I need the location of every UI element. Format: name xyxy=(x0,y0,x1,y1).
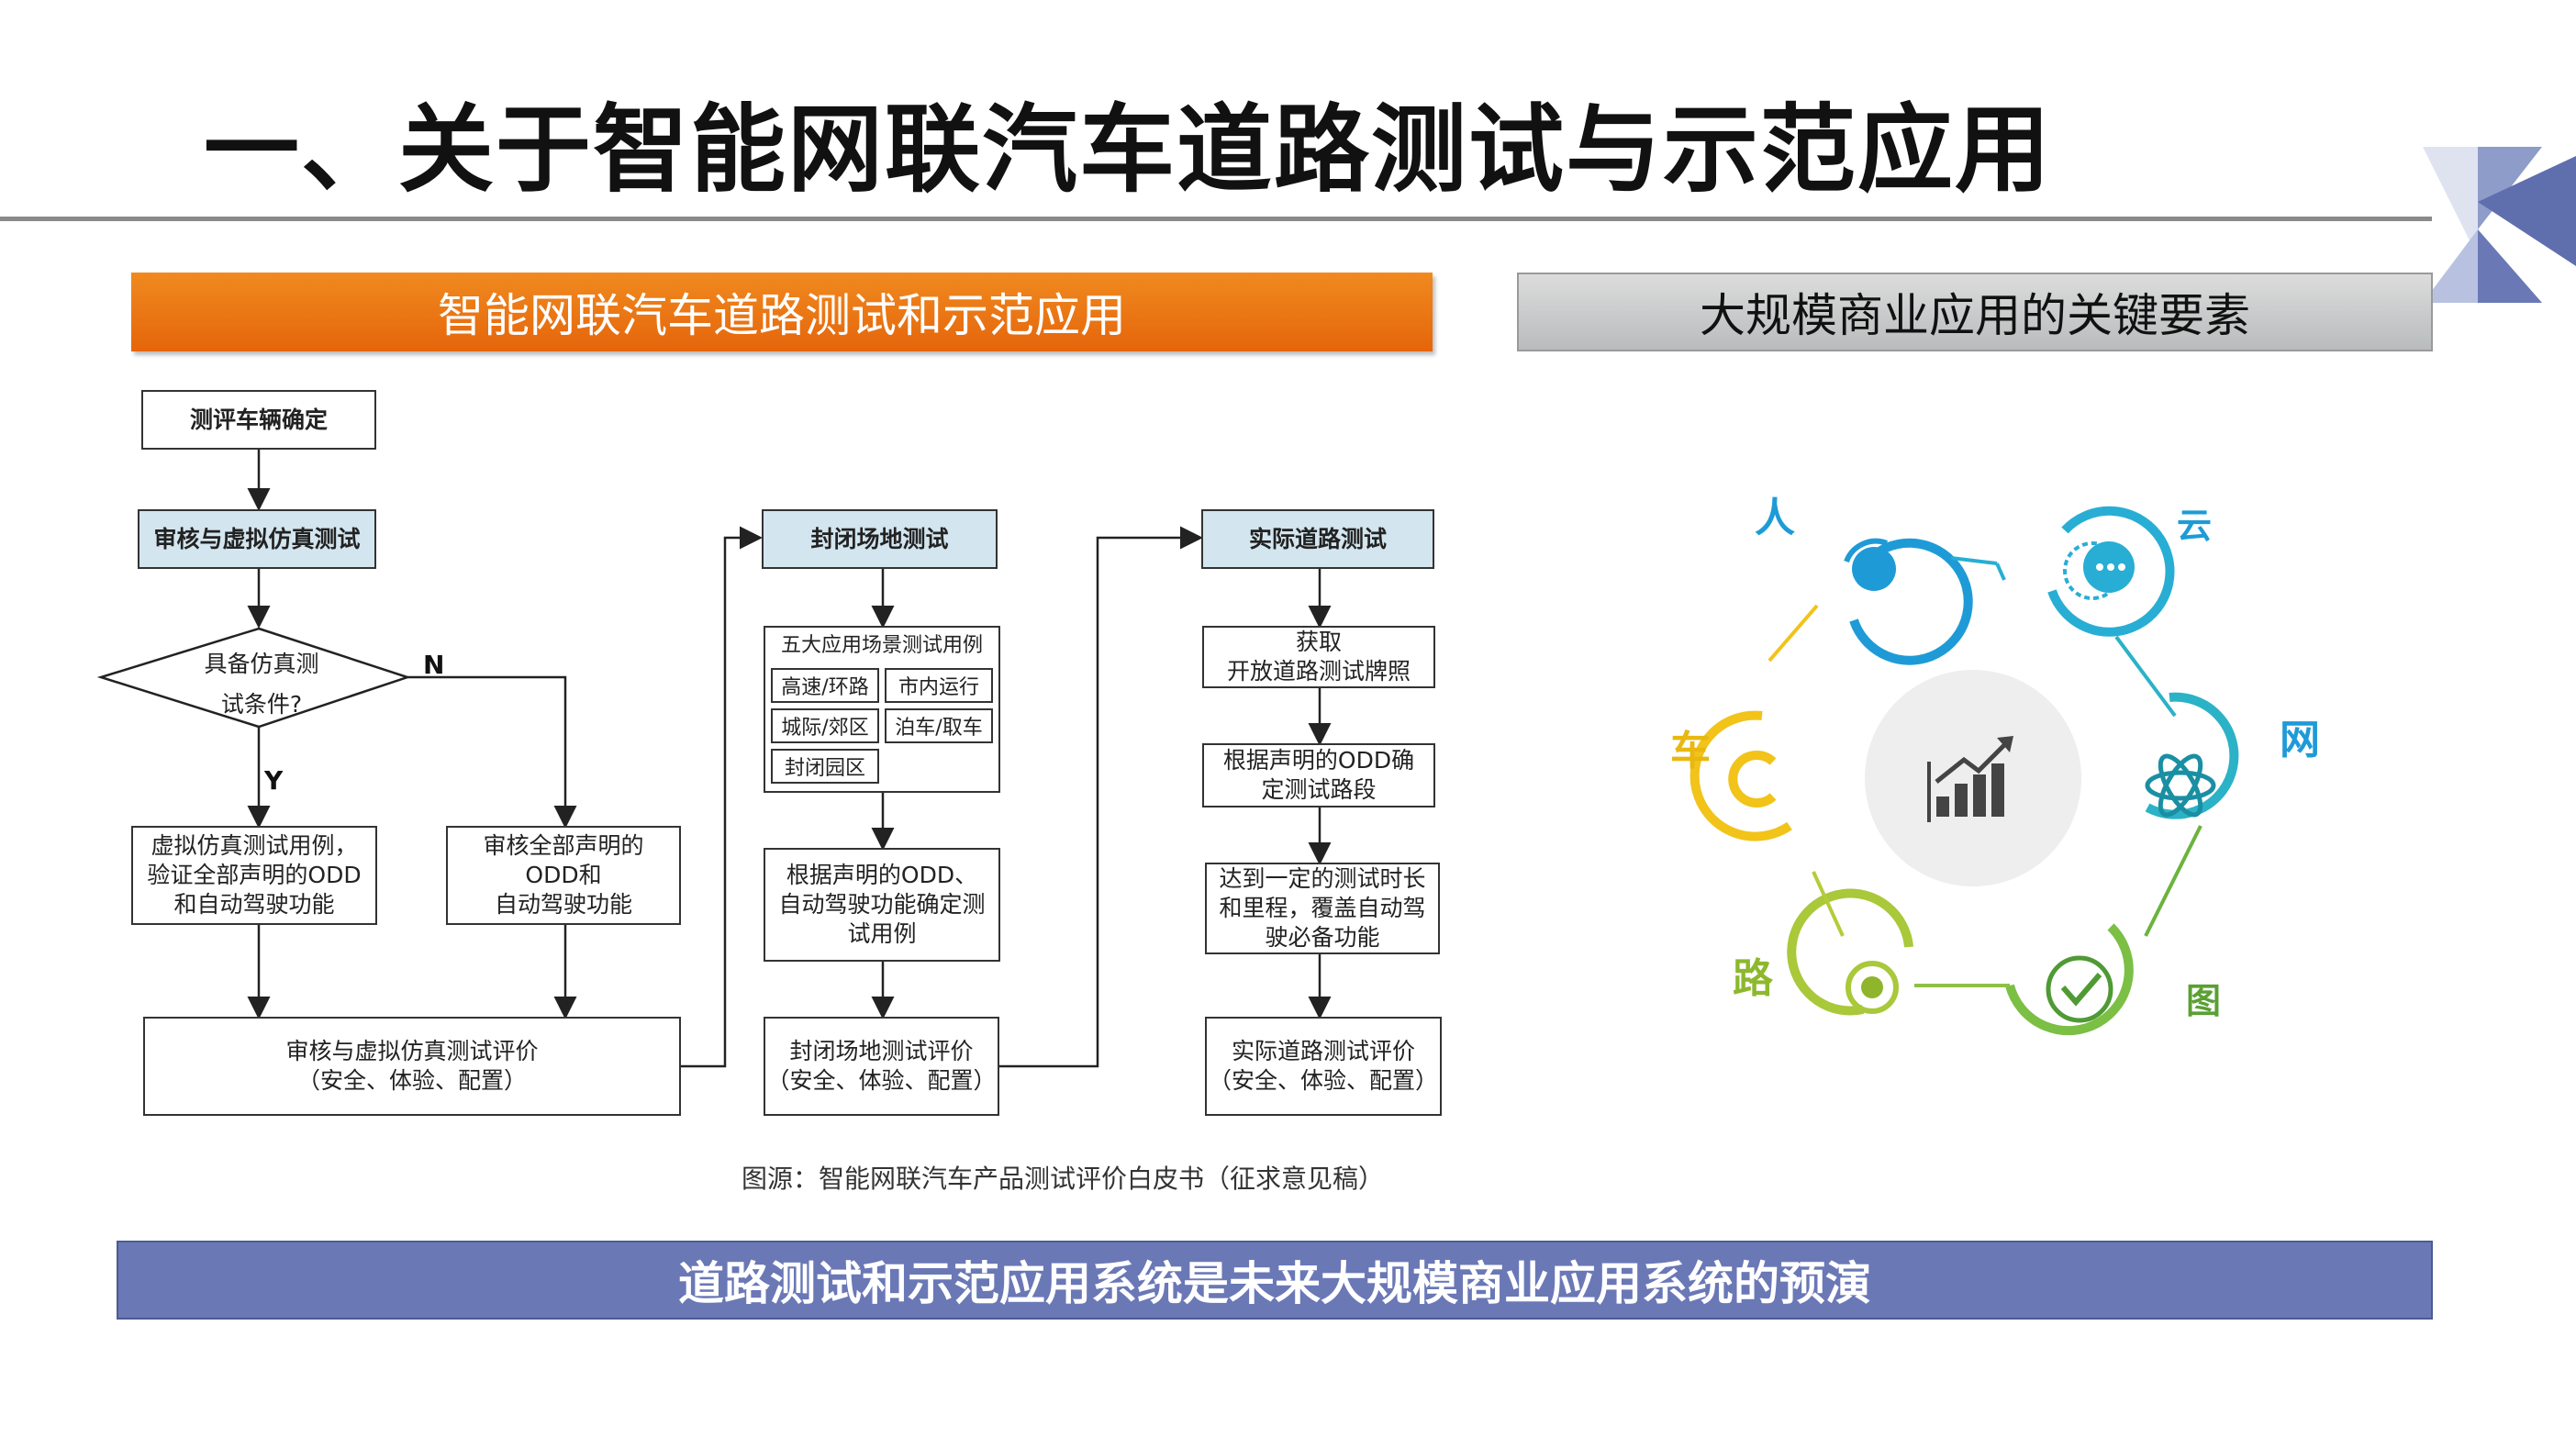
chart-icon xyxy=(1927,736,2013,822)
page-title: 一、关于智能网联汽车道路测试与示范应用 xyxy=(204,94,2053,206)
left-section-header: 智能网联汽车道路测试和示范应用 xyxy=(131,273,1433,351)
map-element-icon xyxy=(2005,923,2134,1036)
segment-box: 根据声明的ODD确 定测试路段 xyxy=(1202,743,1435,808)
element-label-wang: 网 xyxy=(2280,717,2320,763)
no-label: N xyxy=(423,650,445,680)
virtual-sim-box: 虚拟仿真测试用例， 验证全部声明的ODD 和自动驾驶功能 xyxy=(131,826,377,925)
decision-text: 具备仿真测 试条件? xyxy=(204,651,319,718)
corner-logo-icon xyxy=(2423,147,2576,303)
element-label-che: 车 xyxy=(1670,728,1711,774)
scenario-item: 封闭园区 xyxy=(771,749,879,784)
review-sim-box: 审核与虚拟仿真测试 xyxy=(138,509,376,569)
car-element-icon xyxy=(1689,710,1792,841)
review-eval-box: 审核与虚拟仿真测试评价 （安全、体验、配置） xyxy=(143,1017,681,1116)
right-section-header: 大规模商业应用的关键要素 xyxy=(1517,273,2433,351)
figure-caption: 图源：智能网联汽车产品测试评价白皮书（征求意见稿） xyxy=(742,1164,1385,1194)
element-label-yun: 云 xyxy=(2177,506,2213,546)
cloud-element-icon xyxy=(2047,506,2175,637)
mileage-box: 达到一定的测试时长 和里程，覆盖自动驾 驶必备功能 xyxy=(1205,863,1440,954)
person-element-icon xyxy=(1844,538,1973,665)
conclusion-banner: 道路测试和示范应用系统是未来大规模商业应用系统的预演 xyxy=(117,1241,2433,1320)
closed-case-box: 根据声明的ODD、 自动驾驶功能确定测 试用例 xyxy=(764,848,1000,962)
key-elements-ring xyxy=(1689,506,2239,1036)
scenario-item: 市内运行 xyxy=(885,668,993,703)
scenario-item: 城际/郊区 xyxy=(771,708,879,743)
closed-test-box: 封闭场地测试 xyxy=(762,509,998,569)
title-divider xyxy=(0,217,2432,221)
license-box: 获取 开放道路测试牌照 xyxy=(1202,626,1435,688)
element-label-tu: 图 xyxy=(2186,981,2222,1021)
road-test-box: 实际道路测试 xyxy=(1201,509,1434,569)
decision-diamond xyxy=(96,627,411,729)
vehicle-box: 测评车辆确定 xyxy=(141,390,376,450)
road-eval-box: 实际道路测试评价 （安全、体验、配置） xyxy=(1205,1017,1442,1116)
scenario-title: 五大应用场景测试用例 xyxy=(780,634,983,657)
scenario-item: 高速/环路 xyxy=(771,668,879,703)
scenario-item: 泊车/取车 xyxy=(885,708,993,743)
road-element-icon xyxy=(1787,888,1913,1016)
element-label-ren: 人 xyxy=(1755,495,1795,541)
yes-label: Y xyxy=(264,765,284,796)
network-element-icon xyxy=(2145,692,2239,819)
closed-eval-box: 封闭场地测试评价 （安全、体验、配置） xyxy=(764,1017,999,1116)
element-label-lu: 路 xyxy=(1733,955,1773,1002)
audit-box: 审核全部声明的 ODD和 自动驾驶功能 xyxy=(446,826,681,925)
